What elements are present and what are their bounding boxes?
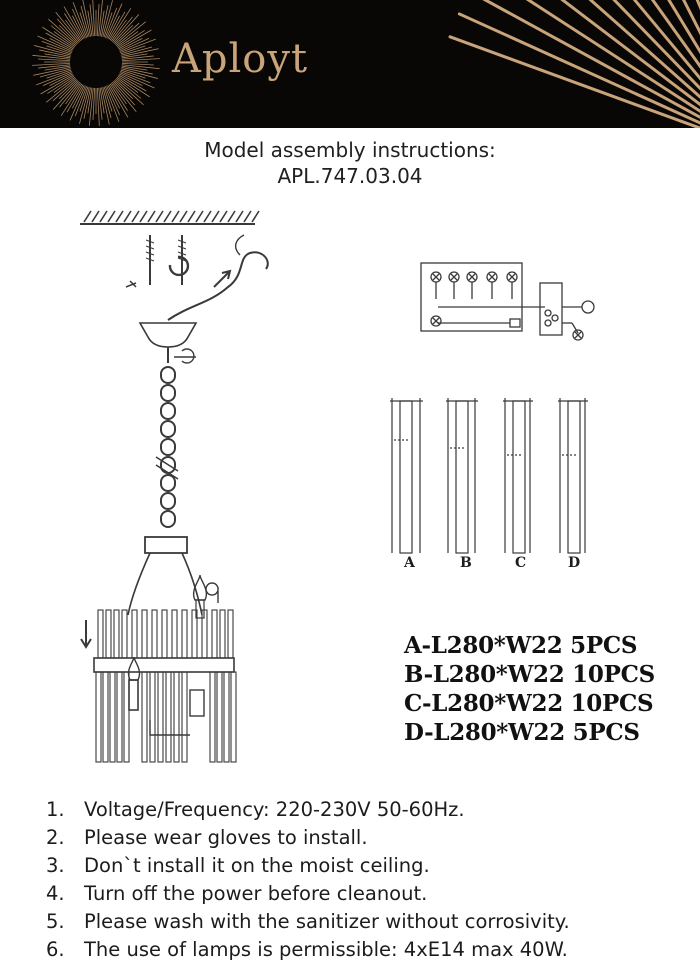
canopy <box>138 322 198 364</box>
sunburst-decoration <box>32 0 700 128</box>
rod-label-d: D <box>568 555 581 571</box>
wiring-schematic <box>420 262 595 341</box>
spec-line-c: C-L280*W22 10PCS <box>404 690 654 717</box>
item-text: Please wear gloves to install. <box>84 826 368 849</box>
item-number: 5. <box>46 910 65 933</box>
chandelier-frame <box>80 536 237 763</box>
item-text: Don`t install it on the moist ceiling. <box>84 854 430 877</box>
item-text: Please wash with the sanitizer without c… <box>84 910 570 933</box>
rod-label-a: A <box>404 555 415 571</box>
item-number: 3. <box>46 854 65 877</box>
sun-core <box>74 40 118 84</box>
brand-logo: Aployt <box>172 36 309 82</box>
instruction-list: 1. Voltage/Frequency: 220-230V 50-60Hz. 2… <box>46 796 570 964</box>
item-text: Turn off the power before cleanout. <box>84 882 428 905</box>
list-item: 5. Please wash with the sanitizer without… <box>46 908 570 936</box>
rod-drawings <box>390 398 588 554</box>
spec-line-d: D-L280*W22 5PCS <box>404 719 640 746</box>
ceiling-hatch <box>80 210 260 225</box>
item-number: 4. <box>46 882 65 905</box>
chain <box>160 366 176 528</box>
supply-wire <box>167 234 269 321</box>
list-item: 3. Don`t install it on the moist ceiling. <box>46 852 570 880</box>
mounting-screws <box>125 235 190 288</box>
spec-line-a: A-L280*W22 5PCS <box>404 632 638 659</box>
item-number: 2. <box>46 826 65 849</box>
rod-label-c: C <box>515 555 527 571</box>
spec-line-b: B-L280*W22 10PCS <box>404 661 655 688</box>
item-text: The use of lamps is permissible: 4xE14 m… <box>84 938 568 961</box>
item-number: 6. <box>46 938 65 961</box>
assembly-diagram <box>80 210 595 763</box>
model-number: APL.747.03.04 <box>277 164 423 188</box>
rod-label-b: B <box>460 555 472 571</box>
item-text: Voltage/Frequency: 220-230V 50-60Hz. <box>84 798 465 821</box>
list-item: 1. Voltage/Frequency: 220-230V 50-60Hz. <box>46 796 570 824</box>
list-item: 6. The use of lamps is permissible: 4xE14… <box>46 936 570 964</box>
item-number: 1. <box>46 798 65 821</box>
list-item: 2. Please wear gloves to install. <box>46 824 570 852</box>
document-title: Model assembly instructions: <box>204 138 496 162</box>
list-item: 4. Turn off the power before cleanout. <box>46 880 570 908</box>
brand-banner: Aployt <box>0 0 700 128</box>
